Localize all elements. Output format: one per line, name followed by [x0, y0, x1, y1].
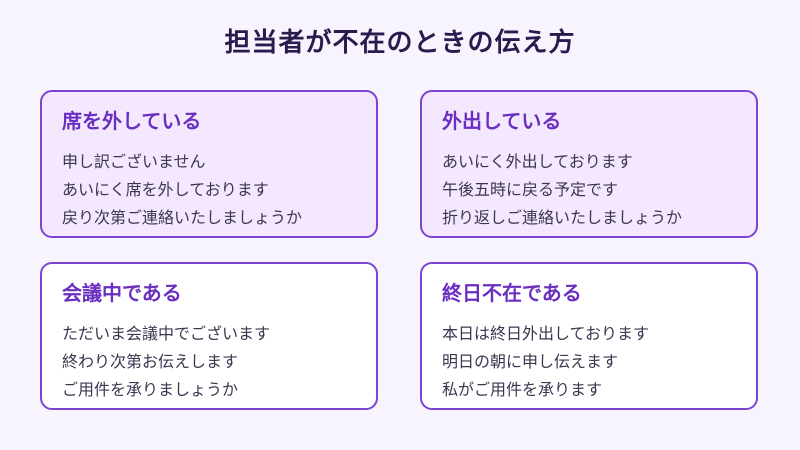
card-absent-all-day: 終日不在である 本日は終日外出しております 明日の朝に申し伝えます 私がご用件を… — [420, 262, 758, 410]
card-in-meeting: 会議中である ただいま会議中でございます 終わり次第お伝えします ご用件を承りま… — [40, 262, 378, 410]
card-out-of-office: 外出している あいにく外出しております 午後五時に戻る予定です 折り返しご連絡い… — [420, 90, 758, 238]
card-line: ご用件を承りましょうか — [62, 380, 239, 399]
card-line: あいにく席を外しております — [62, 180, 269, 199]
card-line: あいにく外出しております — [442, 152, 633, 171]
card-line: 戻り次第ご連絡いたしましょうか — [62, 208, 303, 227]
card-title: 会議中である — [62, 281, 182, 305]
card-title: 席を外している — [62, 109, 202, 133]
card-line: 本日は終日外出しております — [442, 324, 650, 343]
card-line: 私がご用件を承ります — [442, 380, 603, 399]
card-line: 午後五時に戻る予定です — [442, 180, 619, 199]
card-away-from-desk: 席を外している 申し訳ございません あいにく席を外しております 戻り次第ご連絡い… — [40, 90, 378, 238]
card-line: 折り返しご連絡いたしましょうか — [442, 208, 683, 227]
card-title: 終日不在である — [442, 281, 582, 305]
card-line: 終わり次第お伝えします — [62, 352, 239, 371]
card-line: 申し訳ございません — [62, 152, 206, 171]
card-line: 明日の朝に申し伝えます — [442, 352, 619, 371]
page-title: 担当者が不在のときの伝え方 — [224, 28, 576, 58]
card-title: 外出している — [442, 109, 562, 133]
card-line: ただいま会議中でございます — [62, 324, 271, 343]
